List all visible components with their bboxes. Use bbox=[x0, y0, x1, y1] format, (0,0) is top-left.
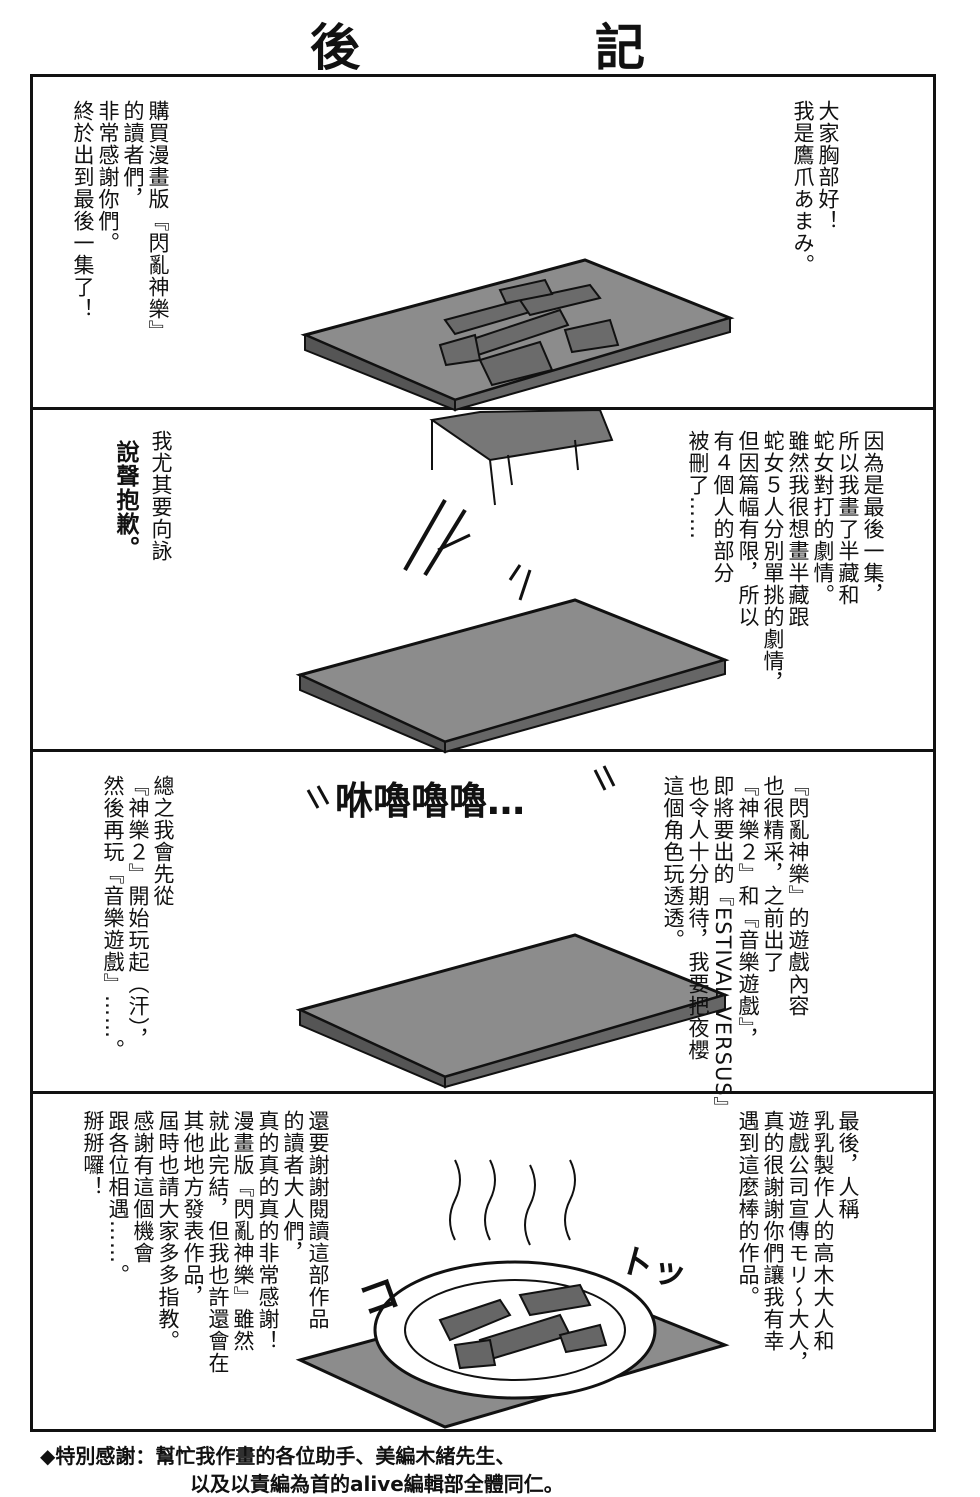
special-thanks-line-2: 以及以責編為首的alive編輯部全體同仁。 bbox=[190, 1472, 564, 1496]
cutting-board-with-food bbox=[300, 258, 735, 412]
panel-1-left-text: 購買漫畫版『閃亂神樂』 的讀者們， 非常感謝你們。 終於出到最後一集了！ bbox=[71, 100, 170, 342]
panel-2-right-text: 因為是最後一集， 所以我畫了半藏和 蛇女對打的劇情。 雖然我很想畫半藏跟 蛇女５… bbox=[686, 430, 885, 694]
page-title-char-2: 記 bbox=[595, 18, 647, 77]
panel-2-left-text: 我尤其要向詠 bbox=[149, 430, 173, 562]
panel-4-right-text: 最後，人稱 乳乳製作人的高木大人和 遊戲公司宣傳モリ～大人， 真的很謝謝你們讓我… bbox=[736, 1110, 860, 1374]
page-title-char-1: 後 bbox=[310, 18, 362, 77]
panel-divider-1 bbox=[30, 407, 936, 410]
panel-1-right-text: 大家胸部好！ 我是鷹爪あまみ。 bbox=[791, 100, 840, 276]
plate-with-food bbox=[295, 1159, 730, 1429]
comic-frame bbox=[30, 74, 936, 1432]
page-title: 後 記 bbox=[0, 8, 980, 77]
panel-3-sound-effect: 咻嚕嚕嚕… bbox=[335, 779, 526, 823]
empty-cutting-board-3 bbox=[295, 765, 730, 1089]
panel-3-right-text: 『閃亂神樂』的遊戲內容 也很精采，之前出了 『神樂２』和『音樂遊戲』， 即將要出… bbox=[661, 775, 810, 1119]
empty-cutting-board-2 bbox=[295, 598, 730, 754]
panel-3-left-text: 總之我會先從 『神樂２』開始玩起（汗）， 然後再玩『音樂遊戲』……。 bbox=[101, 775, 175, 1061]
falling-board bbox=[403, 408, 614, 601]
special-thanks-line-1: ◆特別感謝：幫忙我作畫的各位助手、美編木緒先生、 bbox=[40, 1444, 516, 1468]
panel-divider-2 bbox=[30, 749, 936, 752]
panel-4-left-text: 還要謝謝閱讀這部作品 的讀者大人們， 真的真的真的非常感謝！ 漫畫版『閃亂神樂』… bbox=[81, 1110, 330, 1374]
panel-2-left-bold-text: 說聲抱歉。 bbox=[112, 440, 138, 560]
panel-divider-3 bbox=[30, 1091, 936, 1094]
